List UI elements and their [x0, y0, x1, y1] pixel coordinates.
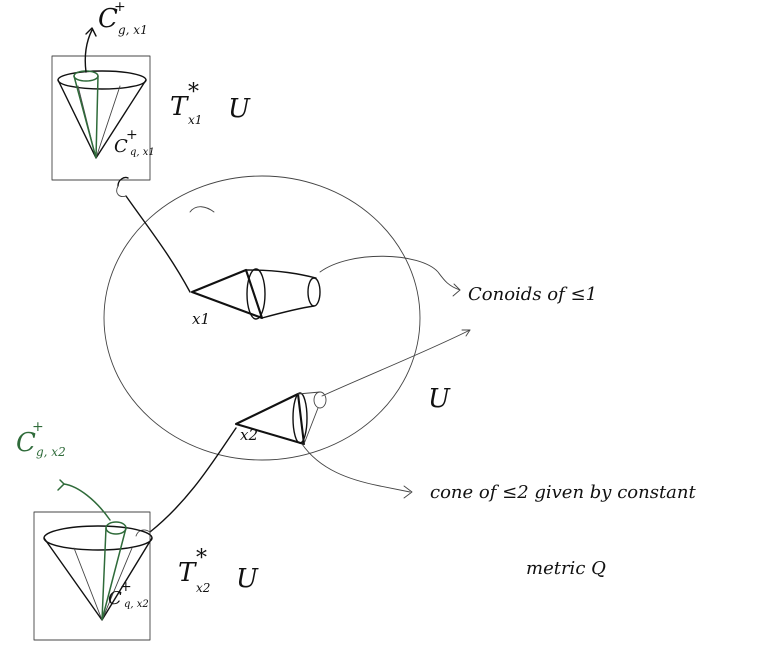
- bottom-box: [33, 511, 151, 641]
- label-conoids: Conoids of ≤1: [468, 284, 598, 305]
- link-bottom: [149, 427, 237, 533]
- c-sub: g, x2: [36, 445, 66, 459]
- label-c-q-x2: C + q, x2: [108, 580, 149, 610]
- t-u: U: [236, 564, 258, 594]
- c-glyph: C: [114, 136, 128, 157]
- label-metric-note: metric Q: [526, 558, 606, 579]
- c-sub: q, x2: [124, 599, 149, 610]
- top-box: [51, 55, 151, 181]
- t-glyph: T: [170, 92, 188, 122]
- c-sup: +: [120, 579, 132, 595]
- label-x1: x1: [192, 310, 211, 328]
- cone-down-pointer: [301, 443, 411, 493]
- x2-cone: [234, 391, 327, 446]
- t-sub: x2: [196, 581, 211, 595]
- t-sup: *: [188, 80, 199, 105]
- x1-cone: [190, 268, 321, 320]
- c-glyph: C: [16, 428, 36, 458]
- t-glyph: T: [178, 558, 196, 588]
- c-sup: +: [32, 419, 44, 435]
- label-cotangent-x1: T * x1 U: [170, 82, 250, 127]
- bottom-arrow: [63, 483, 111, 521]
- region-u-circle: [103, 175, 421, 461]
- link-top: [117, 176, 191, 293]
- t-sub: x1: [188, 113, 203, 127]
- cone-up-pointer: [321, 329, 471, 397]
- c-glyph: C: [108, 588, 122, 609]
- c-sub: q, x1: [130, 147, 155, 158]
- conoids-pointer: [319, 255, 461, 291]
- t-sup: *: [196, 546, 207, 571]
- label-u: U: [428, 384, 450, 414]
- c-sup: +: [114, 0, 126, 15]
- bottom-green-cone: [101, 521, 127, 621]
- label-c-q-x1: C + q, x1: [114, 128, 155, 158]
- c-glyph: C: [98, 4, 118, 34]
- top-cone: [57, 70, 147, 159]
- top-arrow: [84, 29, 93, 73]
- label-x2: x2: [240, 426, 259, 444]
- t-u: U: [228, 94, 250, 124]
- label-cone-note: cone of ≤2 given by constant: [430, 482, 696, 503]
- label-c-g-x2: C + g, x2: [16, 420, 66, 458]
- c-sub: g, x1: [118, 23, 148, 37]
- label-cotangent-x2: T * x2 U: [178, 548, 258, 595]
- top-green-cone: [73, 70, 99, 159]
- label-c-g-x1-top: C + g, x1: [98, 0, 148, 36]
- c-sup: +: [126, 127, 138, 143]
